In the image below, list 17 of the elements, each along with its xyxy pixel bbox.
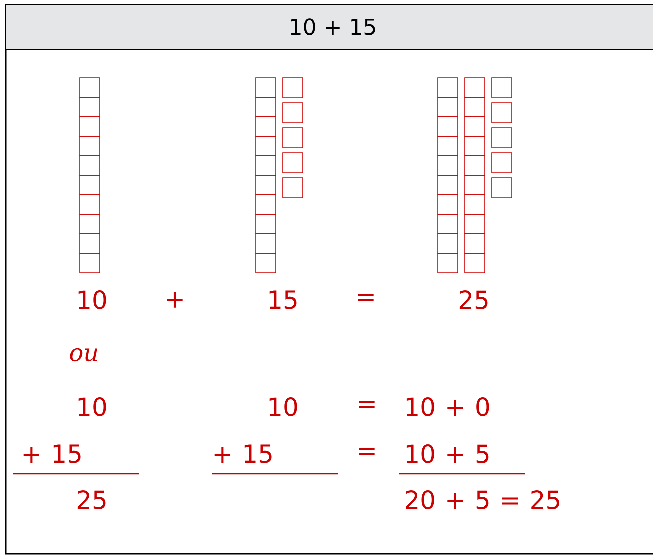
- word-label: ou: [70, 348, 98, 362]
- math-expression: + 15: [214, 444, 272, 464]
- math-expression: =: [359, 448, 375, 456]
- math-expression: 25: [460, 290, 488, 310]
- math-expression: 10: [270, 398, 298, 416]
- math-expression: 20 + 5 = 25: [406, 490, 560, 510]
- math-expression: + 15: [24, 444, 81, 464]
- math-expression: 10 + 0: [406, 398, 490, 416]
- math-expression: 10: [78, 290, 106, 310]
- math-expression: +: [167, 292, 183, 308]
- math-expression: 10: [78, 398, 106, 416]
- math-expression: =: [358, 294, 374, 302]
- math-expression: 15: [270, 290, 297, 310]
- math-expression: 25: [78, 490, 106, 510]
- header: 10 + 15: [6, 4, 653, 50]
- math-expression: =: [359, 401, 375, 408]
- math-expression: 10 + 5: [406, 444, 489, 464]
